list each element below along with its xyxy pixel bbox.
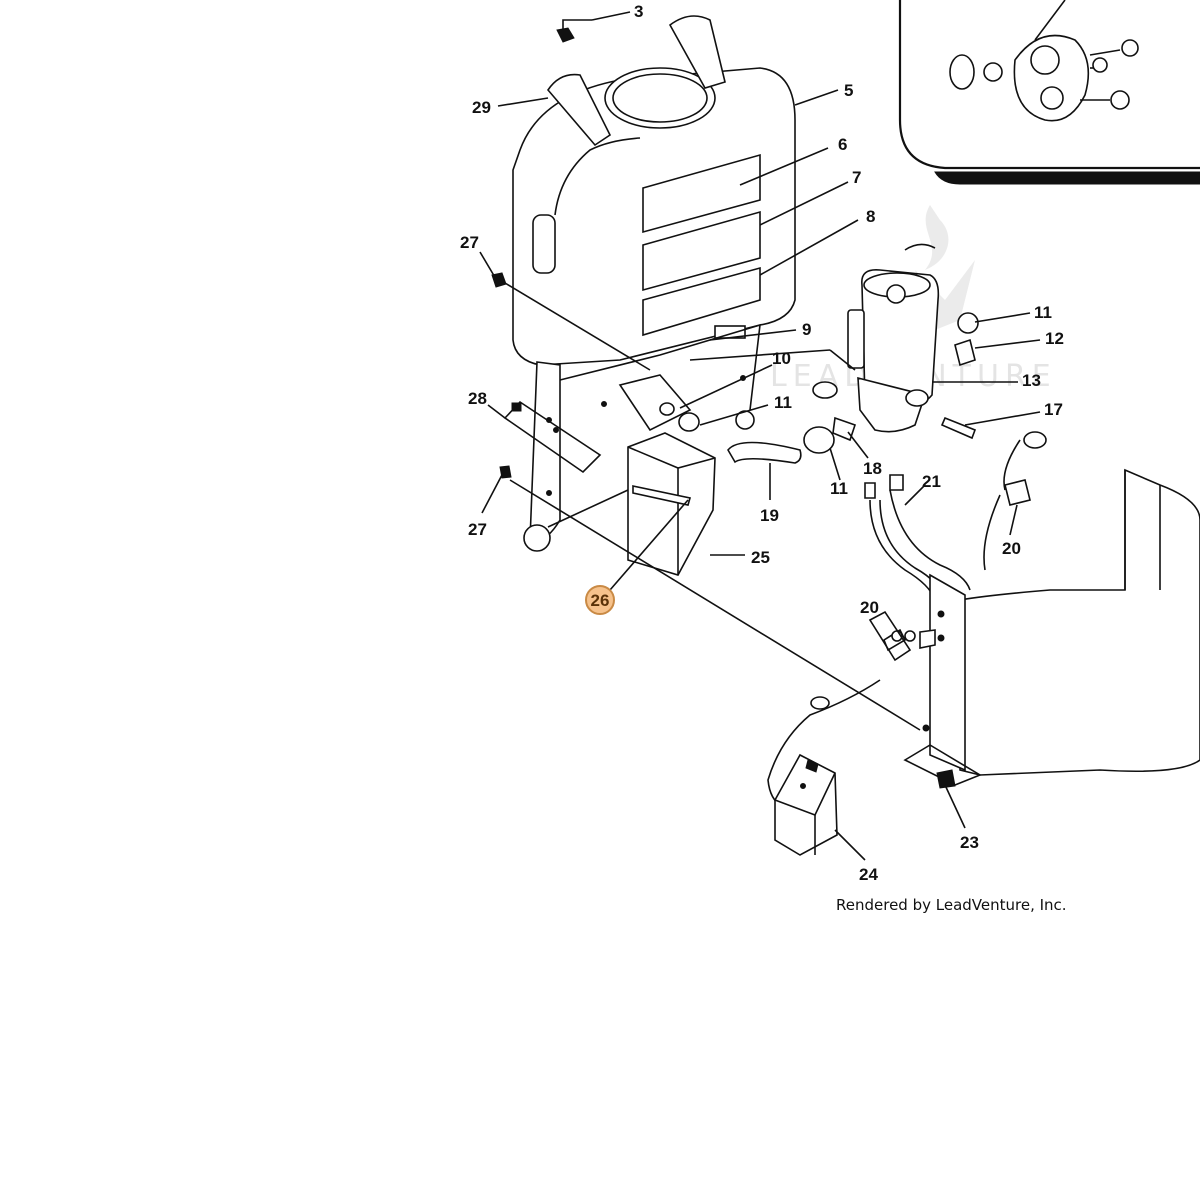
label-11-lower: 11	[830, 479, 848, 498]
label-17: 17	[1044, 400, 1063, 419]
switch-box	[774, 753, 838, 856]
label-23: 23	[960, 833, 979, 852]
label-3: 3	[634, 2, 643, 21]
label-29: 29	[472, 98, 491, 117]
label-6: 6	[838, 135, 847, 154]
label-13: 13	[1022, 371, 1041, 390]
label-11-center: 11	[774, 393, 792, 412]
label-18: 18	[863, 459, 882, 478]
label-5: 5	[844, 81, 853, 100]
callout-26-badge[interactable]	[585, 585, 615, 615]
label-27-top: 27	[460, 233, 479, 252]
tank	[512, 15, 796, 366]
label-21: 21	[922, 472, 941, 491]
label-7: 7	[852, 168, 861, 187]
leader-lines	[479, 11, 1041, 861]
label-12: 12	[1045, 329, 1064, 348]
part-labels: 3 5 6 7 8 9 10 11 11 11 12 13 17 18 19 2…	[460, 2, 1064, 884]
label-28: 28	[468, 389, 487, 408]
callout-26[interactable]: 26	[585, 585, 615, 615]
label-20-right: 20	[1002, 539, 1021, 558]
credit-text: Rendered by LeadVenture, Inc.	[836, 896, 1067, 914]
label-11-right: 11	[1034, 303, 1052, 322]
label-27-bottom: 27	[468, 520, 487, 539]
label-20-lower: 20	[860, 598, 879, 617]
callout-26-label: 26	[591, 591, 610, 610]
label-8: 8	[866, 207, 875, 226]
label-9: 9	[802, 320, 811, 339]
pump-motor	[847, 243, 940, 433]
inset-detail	[898, 0, 1200, 185]
label-25: 25	[751, 548, 770, 567]
label-24: 24	[859, 865, 878, 884]
small-parts	[659, 312, 1047, 464]
battery-box	[627, 432, 716, 576]
side-housing	[903, 468, 1200, 786]
label-19: 19	[760, 506, 779, 525]
label-10: 10	[772, 349, 791, 368]
